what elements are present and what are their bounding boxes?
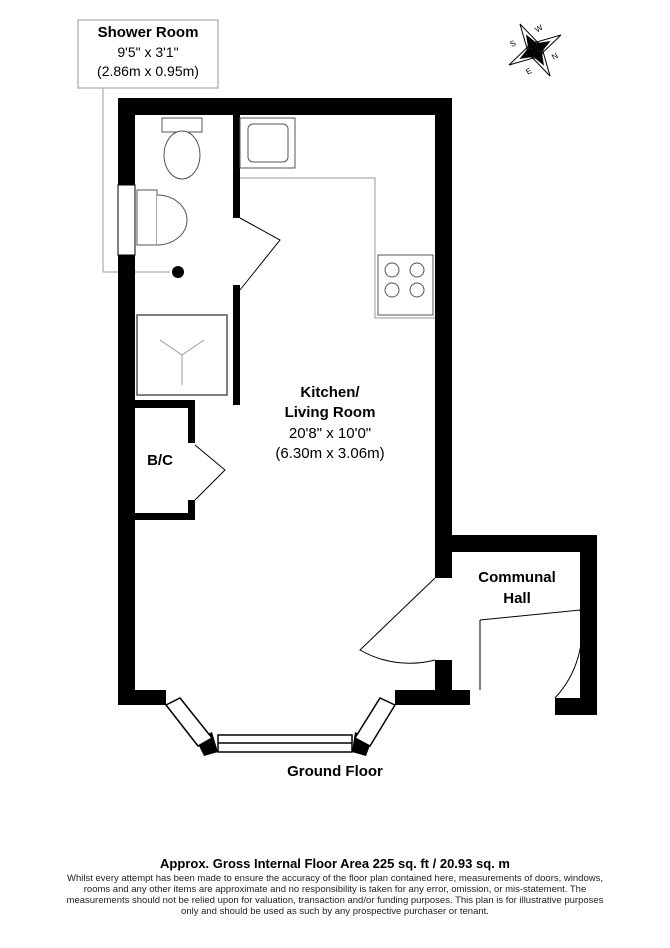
kitchen-name-line1: Kitchen/: [300, 384, 360, 401]
floor-label: Ground Floor: [287, 763, 383, 780]
bay-window: [164, 697, 397, 753]
shower-room-imperial: 9'5" x 3'1": [117, 44, 179, 60]
shower-room-metric: (2.86m x 0.95m): [97, 63, 199, 79]
kitchen-metric: (6.30m x 3.06m): [275, 445, 385, 462]
side-window: [117, 184, 136, 256]
communal-hall-line1: Communal: [478, 569, 556, 586]
shower-room-name: Shower Room: [97, 24, 199, 41]
kitchen-name-line2: Living Room: [284, 404, 376, 421]
drain-icon: [172, 266, 184, 278]
compass-letter: N: [550, 51, 560, 62]
kitchen-imperial: 20'8" x 10'0": [288, 425, 372, 442]
compass-letter: E: [524, 66, 533, 76]
doors: [194, 217, 583, 699]
floor-area: Approx. Gross Internal Floor Area 225 sq…: [160, 856, 510, 871]
compass-letter: W: [533, 23, 544, 35]
disclaimer-line: only and should be used as such by any p…: [181, 906, 489, 917]
bc-label: B/C: [147, 452, 173, 469]
compass-letter: S: [508, 38, 517, 48]
disclaimer-line: rooms and any other items are approximat…: [83, 884, 587, 895]
communal-hall-line2: Hall: [503, 590, 531, 607]
disclaimer-line: Whilst every attempt has been made to en…: [67, 873, 603, 884]
disclaimer: Whilst every attempt has been made to en…: [0, 873, 670, 917]
compass-icon: S W E N: [508, 23, 562, 77]
shower-label-leader: [77, 19, 219, 273]
disclaimer-line: measurements should not be relied upon f…: [66, 895, 604, 906]
fixtures: [136, 117, 435, 396]
